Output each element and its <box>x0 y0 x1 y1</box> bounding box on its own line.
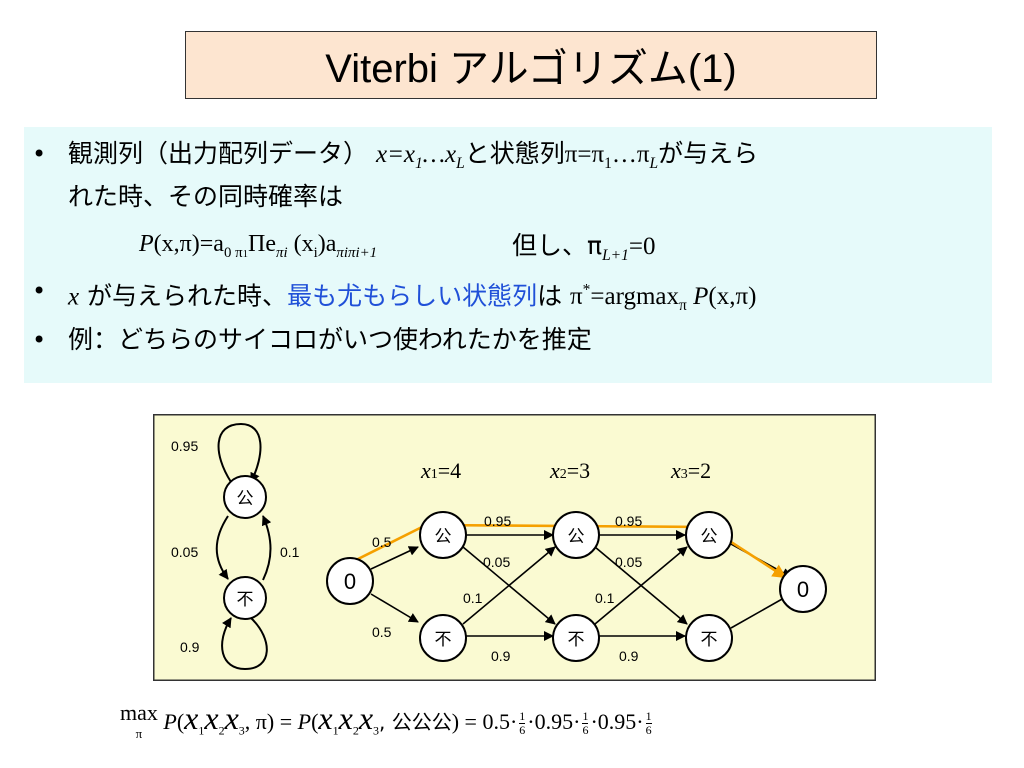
hmm-trellis-diagram: 公 不 0.95 0.05 0.1 0.9 x1=4 x2=3 x3=2 <box>153 414 876 681</box>
trellis-fair-2 <box>552 511 600 559</box>
bullet-1-line-1: 観測列（出力配列データ） x=x1…xLと状態列π=π1…πLが与えら <box>68 139 758 179</box>
fu1-prob: 0.05 <box>483 554 510 570</box>
start-to-unfair-edge <box>370 593 419 623</box>
joint-prob-equation: P(x,π)=a0 π1Πeπi (xi)aπiπi+1 <box>139 231 378 261</box>
trellis-unfair-2-label: 不 <box>568 630 585 649</box>
bullet-dot: • <box>32 277 47 305</box>
state-seq-label: と状態列 <box>464 139 565 168</box>
wa-text: は <box>537 281 563 311</box>
unfair-to-fair-arrow <box>261 515 272 581</box>
fu2-prob: 0.05 <box>615 554 642 570</box>
start-to-fair-edge <box>370 546 419 570</box>
fair-self-loop <box>217 422 262 483</box>
fair-self-prob: 0.95 <box>171 438 198 454</box>
start-unfair-prob: 0.5 <box>372 624 392 640</box>
bullet-panel: • 観測列（出力配列データ） x=x1…xLと状態列π=π1…πLが与えら れた… <box>24 127 992 383</box>
observation-3: x3=2 <box>670 458 711 483</box>
most-likely-state-seq: 最も尤もらしい状態列 <box>287 281 538 311</box>
unfair-to-fair-prob: 0.1 <box>280 544 300 560</box>
unfair2-fair3-edge <box>594 546 688 625</box>
fair-to-unfair-prob: 0.05 <box>171 544 198 560</box>
x-seq-math: x=x1…xL <box>375 141 465 172</box>
unfair1-fair2-edge <box>462 546 556 625</box>
end-node <box>779 565 827 613</box>
observation-1: x1=4 <box>420 458 461 483</box>
trellis-fair-1-label: 公 <box>435 527 452 546</box>
left-fair-label: 公 <box>237 489 254 508</box>
trellis-fair-3-label: 公 <box>701 527 718 546</box>
bullet-3: 例：どちらのサイコロがいつ使われたかを推定 <box>68 325 592 354</box>
trellis-fair-1 <box>419 511 467 559</box>
observation-2: x2=3 <box>549 458 590 483</box>
unfair3-end-edge <box>730 593 792 629</box>
left-unfair-state <box>223 576 267 620</box>
trellis-unfair-2 <box>552 614 600 662</box>
end-node-label: 0 <box>797 577 809 602</box>
lhs-P: P <box>163 709 177 734</box>
diagram-background <box>153 414 876 681</box>
rhs-P: P <box>297 709 312 734</box>
start-node <box>326 557 374 605</box>
unfair-self-prob: 0.9 <box>180 639 200 655</box>
x-var: x <box>68 283 80 311</box>
pi-seq-math: π=π1…πL <box>564 141 659 172</box>
trellis-fair-3 <box>685 511 733 559</box>
bullet-2: x が与えられた時、最も尤もらしい状態列は π*=argmaxπ P(x,π) <box>68 276 756 321</box>
observation-seq-label: 観測列（出力配列データ） <box>68 139 369 168</box>
uu2-prob: 0.9 <box>619 648 639 664</box>
equation-note: 但し、πL+1=0 <box>512 231 656 264</box>
unfair-self-loop <box>221 617 268 671</box>
bullet-dot: • <box>32 326 47 354</box>
slide-title-box: Viterbi アルゴリズム(1) <box>185 31 877 99</box>
ff1-prob: 0.95 <box>484 513 511 529</box>
given-text: が与えら <box>658 139 759 168</box>
bullet-dot: • <box>32 140 47 168</box>
given-when-text: が与えられた時、 <box>79 281 288 311</box>
start-fair-prob: 0.5 <box>372 534 392 550</box>
slide-title: Viterbi アルゴリズム(1) <box>325 47 737 91</box>
ff2-prob: 0.95 <box>615 513 642 529</box>
trellis-unfair-3 <box>685 614 733 662</box>
trellis-unfair-1 <box>419 614 467 662</box>
trellis-unfair-1-label: 不 <box>435 630 452 649</box>
fair-to-unfair-arrow <box>215 515 229 580</box>
trellis-unfair-3-label: 不 <box>701 630 718 649</box>
uu1-prob: 0.9 <box>491 648 511 664</box>
uf2-prob: 0.1 <box>595 590 615 606</box>
start-node-label: 0 <box>344 569 356 594</box>
left-fair-state <box>223 475 267 519</box>
trellis-fair-2-label: 公 <box>568 527 585 546</box>
bullet-1-line-2: れた時、その同時確率は <box>68 182 344 211</box>
argmax-math: π*=argmaxπ P(x,π) <box>570 282 757 315</box>
uf1-prob: 0.1 <box>463 590 483 606</box>
left-unfair-label: 不 <box>237 590 254 609</box>
